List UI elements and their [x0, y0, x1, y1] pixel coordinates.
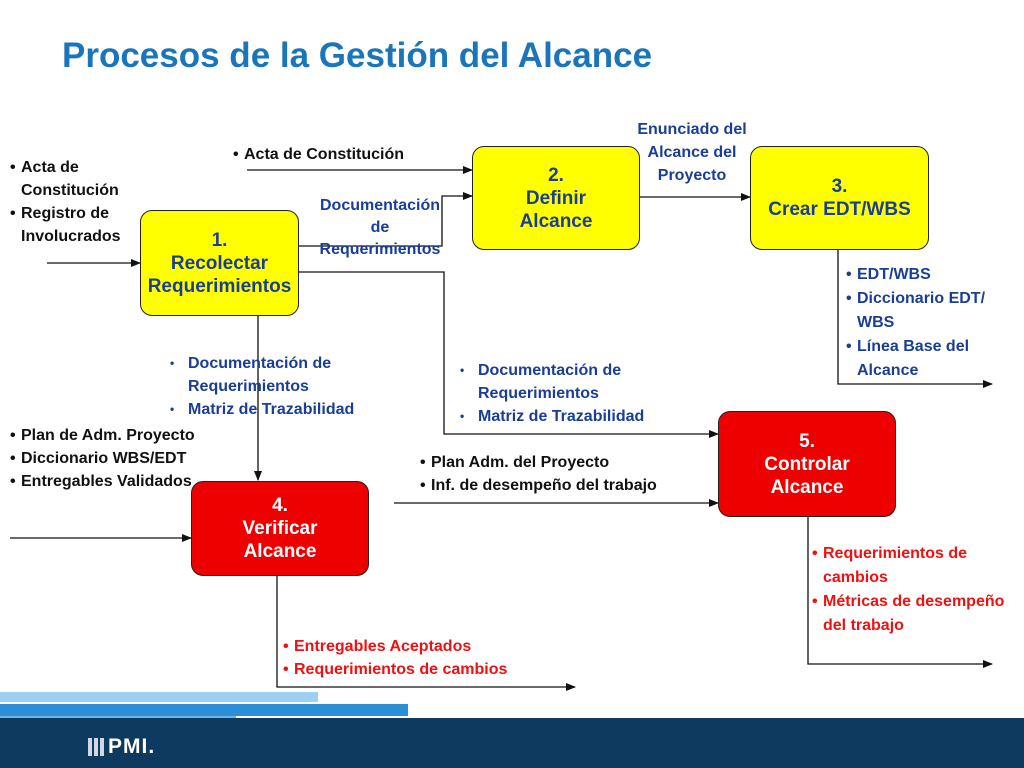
process-name: Recolectar: [170, 252, 269, 274]
process-name: Alcance: [243, 541, 317, 562]
pmi-logo: PMI.: [88, 735, 155, 759]
outputs-controlar: Requerimientos de cambios Métricas de de…: [812, 542, 1012, 638]
process-name: Alcance: [519, 210, 593, 232]
list-item: Entregables Aceptados: [283, 635, 507, 658]
label-line: Enunciado del: [637, 121, 747, 138]
input-definir: Acta de Constitución: [233, 143, 404, 166]
arrow-b5-output: [807, 516, 993, 668]
process-name: Crear EDT/WBS: [768, 199, 911, 220]
inputs-controlar: Plan Adm. del Proyecto Inf. de desempeño…: [420, 451, 657, 497]
label-line: Proyecto: [657, 167, 727, 184]
process-box-recolectar: 1. Recolectar Requerimientos: [140, 210, 299, 316]
flow-recolectar-verificar: Documentación de Requerimientos Matriz d…: [168, 352, 398, 421]
list-item: Diccionario EDT/ WBS: [846, 287, 1011, 335]
process-number: 3.: [831, 176, 848, 197]
process-name: Alcance: [770, 476, 844, 498]
list-item: Documentación de Requerimientos: [458, 359, 718, 405]
process-number: 1.: [211, 229, 228, 251]
outputs-crear-edt: EDT/WBS Diccionario EDT/ WBS Línea Base …: [846, 263, 1011, 383]
label-line: Alcance del: [647, 144, 737, 161]
list-item: Plan Adm. del Proyecto: [420, 451, 657, 474]
footer-band-light: [0, 692, 318, 702]
process-name: Verificar: [242, 518, 318, 539]
footer-band-mid: [0, 704, 408, 716]
list-item: Métricas de desempeño del trabajo: [812, 590, 1012, 638]
process-number: 2.: [548, 164, 564, 186]
label-line: Requerimientos: [319, 241, 441, 258]
footer-bar: [0, 718, 1024, 768]
list-item: Línea Base del Alcance: [846, 335, 1011, 383]
arrow-b1-to-b5: [298, 271, 719, 438]
list-item: EDT/WBS: [846, 263, 1011, 287]
list-item: Entregables Validados: [10, 470, 225, 493]
page-title: Procesos de la Gestión del Alcance: [62, 36, 653, 75]
arrow-b4-output: [276, 576, 576, 691]
list-item: Matriz de Trazabilidad: [168, 398, 398, 421]
list-item: Requerimientos de cambios: [812, 542, 1012, 590]
list-item: Inf. de desempeño del trabajo: [420, 474, 657, 497]
inputs-recolectar: Acta de Constitución Registro de Involuc…: [10, 156, 148, 248]
outputs-verificar: Entregables Aceptados Requerimientos de …: [283, 635, 507, 681]
process-box-controlar: 5. Controlar Alcance: [718, 411, 896, 517]
label-line: de: [370, 219, 390, 236]
list-item: Requerimientos de cambios: [283, 658, 507, 681]
pmi-logo-text: PMI.: [108, 735, 156, 758]
flow-recolectar-controlar: Documentación de Requerimientos Matriz d…: [458, 359, 718, 428]
process-number: 5.: [799, 430, 815, 452]
list-item: Acta de Constitución: [10, 156, 148, 202]
list-item: Plan de Adm. Proyecto: [10, 424, 225, 447]
arrow-b3-output: [837, 250, 993, 388]
process-box-verificar: 4. Verificar Alcance: [191, 481, 369, 576]
process-box-definir: 2. Definir Alcance: [472, 146, 640, 250]
list-item: Matriz de Trazabilidad: [458, 405, 718, 428]
process-number: 4.: [272, 495, 288, 516]
list-item: Diccionario WBS/EDT: [10, 447, 225, 470]
inputs-verificar: Plan de Adm. Proyecto Diccionario WBS/ED…: [10, 424, 225, 493]
process-name: Definir: [525, 187, 587, 209]
label-line: Documentación: [319, 197, 440, 214]
list-item: Documentación de Requerimientos: [168, 352, 398, 398]
process-name: Requerimientos: [147, 275, 292, 297]
list-item: Registro de Involucrados: [10, 202, 148, 248]
enunciado-alcance-label: Enunciado del Alcance del Proyecto: [612, 118, 772, 187]
doc-requerimientos-label: Documentación de Requerimientos: [300, 195, 460, 261]
process-box-crear-edt: 3. Crear EDT/WBS: [750, 146, 929, 250]
pmi-logo-mark: [88, 738, 104, 756]
process-name: Controlar: [764, 453, 850, 475]
arrow-b1-to-b2: [298, 192, 473, 247]
list-item: Acta de Constitución: [233, 143, 404, 166]
